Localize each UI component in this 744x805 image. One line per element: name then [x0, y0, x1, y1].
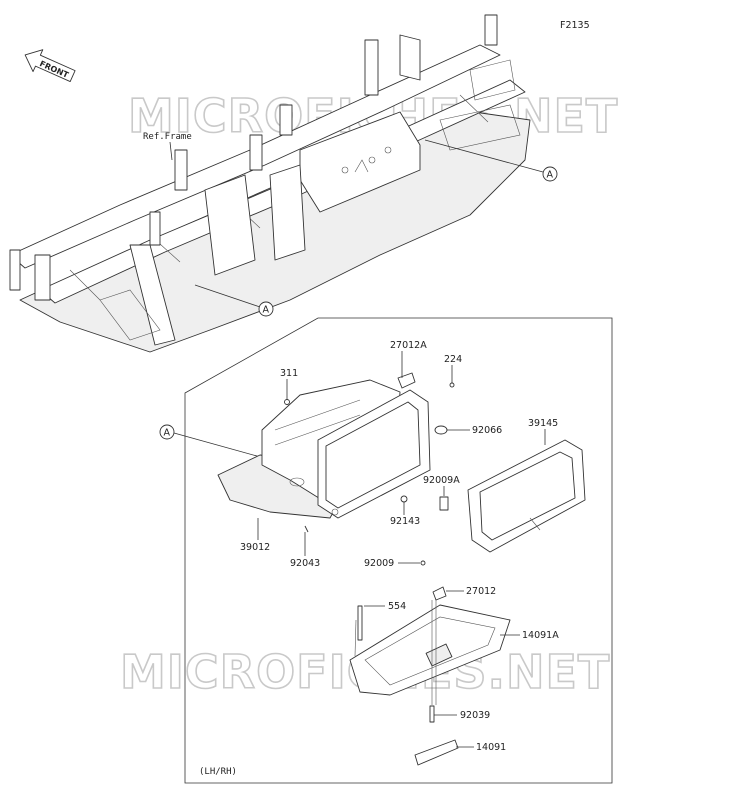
- figure-code: F2135: [560, 20, 590, 31]
- lid-39145: [467, 439, 586, 553]
- detail-box: [184, 317, 613, 784]
- callout-circle-a-upper: [542, 166, 558, 182]
- lid-frame: [317, 389, 431, 519]
- callout-circle-a-detail: [159, 424, 175, 440]
- callout-a-upper-label: A: [547, 170, 554, 181]
- variant-note: (LH/RH): [199, 767, 237, 777]
- callout-a-lower-label: A: [263, 305, 270, 316]
- part-label-92009a: 92009A: [423, 475, 460, 486]
- part-label-92039: 92039: [460, 710, 490, 721]
- tray-14091a: [349, 604, 511, 696]
- part-label-14091: 14091: [476, 742, 506, 753]
- part-label-554: 554: [388, 601, 406, 612]
- part-label-92009: 92009: [364, 558, 394, 569]
- part-label-14091a: 14091A: [522, 630, 559, 641]
- part-label-39012: 39012: [240, 542, 270, 553]
- part-label-92043: 92043: [290, 558, 320, 569]
- bracket-14091: [414, 600, 459, 766]
- callout-circle-a-lower: [258, 301, 274, 317]
- part-label-92143: 92143: [390, 516, 420, 527]
- front-arrow-icon: FRONT: [24, 49, 76, 83]
- callout-a-detail-label: A: [164, 428, 171, 439]
- vehicle-frame: [9, 14, 531, 353]
- part-label-224: 224: [444, 354, 462, 365]
- part-label-311: 311: [280, 368, 298, 379]
- part-label-27012a: 27012A: [390, 340, 427, 351]
- part-label-27012: 27012: [466, 586, 496, 597]
- part-label-92066: 92066: [472, 425, 502, 436]
- part-label-39145: 39145: [528, 418, 558, 429]
- frame-ref-label: Ref.Frame: [143, 132, 192, 142]
